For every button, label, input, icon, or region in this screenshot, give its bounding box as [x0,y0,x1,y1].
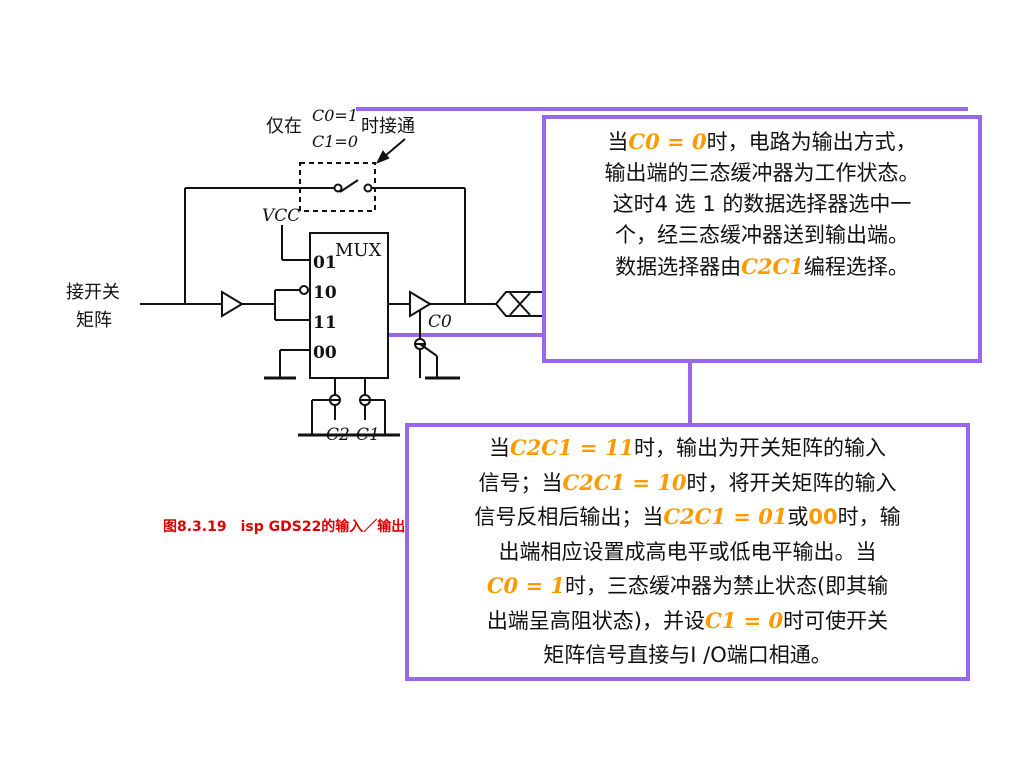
condition-c1: C1=0 [312,132,358,151]
only-when-prefix: 仅在 [266,116,302,137]
mux-input-01: 01 [313,253,337,273]
c1-label: C1 [356,425,380,445]
condition-c0: C0=1 [312,106,358,125]
note-top: 当C0 = 0时，电路为输出方式， 输出端的三态缓冲器为工作状态。 这时4 选 … [542,115,982,363]
mux-input-00: 00 [313,343,337,363]
programmable-switch [299,162,376,212]
mux-input-11: 11 [313,313,337,333]
figure-caption: 图8.3.19 isp GDS22的输入／输出单元(IOC) [163,519,474,535]
note-bottom: 当C2C1 = 11时，输出为开关矩阵的输入 信号；当C2C1 = 10时，将开… [405,423,970,681]
vcc-label: VCC [262,206,300,226]
only-when-suffix: 时接通 [361,116,415,137]
c0-label: C0 [428,312,452,332]
mux-label: MUX [335,240,382,261]
switch-matrix-label-2: 矩阵 [76,310,112,331]
input-buffer-symbol [221,290,244,318]
mux-box [309,232,389,379]
mux-input-10: 10 [313,283,337,303]
c2-label: C2 [326,425,350,445]
switch-matrix-label-1: 接开关 [66,282,120,303]
